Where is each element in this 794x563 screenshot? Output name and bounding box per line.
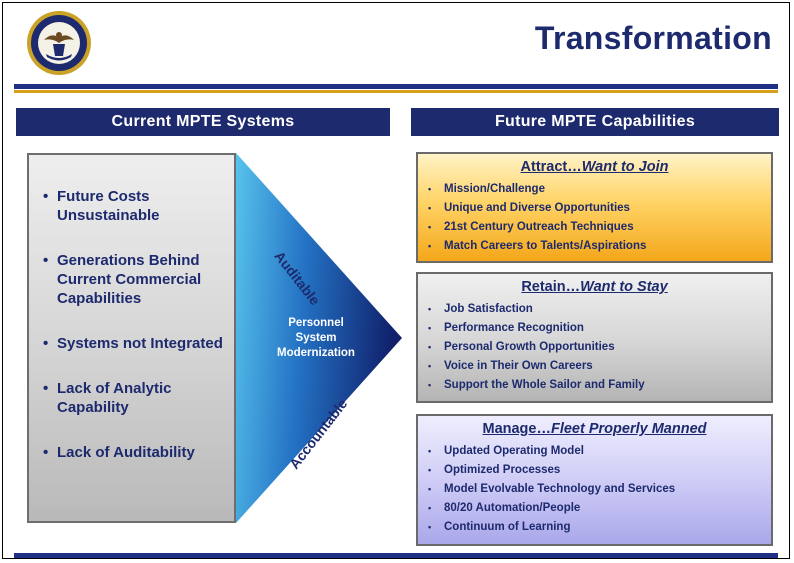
list-item: • Model Evolvable Technology and Services [428,480,761,499]
navy-seal-icon [27,11,91,75]
arrow-center-line: System [295,332,337,344]
title-rule-blue [14,84,778,89]
bottom-rule [14,553,778,558]
item-text: Continuum of Learning [444,521,571,533]
bullet-icon: • [43,380,49,397]
issue-item: • Lack of Analytic Capability [43,379,224,417]
bullet-icon: • [428,342,432,352]
bullet-icon: • [43,252,49,269]
future-capabilities-header: Future MPTE Capabilities [411,108,779,136]
list-item: • 21st Century Outreach Techniques [428,218,761,237]
list-item: • Job Satisfaction [428,300,761,319]
item-text: Support the Whole Sailor and Family [444,379,645,391]
item-text: 80/20 Automation/People [444,502,581,514]
issue-item: • Lack of Auditability [43,443,224,462]
bullet-icon: • [428,446,432,456]
list-item: • Personal Growth Opportunities [428,338,761,357]
current-issues-box: • Future Costs Unsustainable • Generations… [27,153,236,523]
list-item: • Updated Operating Model [428,442,761,461]
bullet-icon: • [428,484,432,494]
issue-text: Lack of Analytic Capability [57,380,172,416]
bullet-icon: • [428,522,432,532]
issue-text: Future Costs Unsustainable [57,188,160,224]
manage-list: • Updated Operating Model • Optimized Proc… [428,442,761,537]
bullet-icon: • [428,304,432,314]
manage-emphasis: Fleet Properly Manned [550,421,707,437]
issue-item: • Systems not Integrated [43,334,224,353]
bullet-icon: • [428,241,432,251]
item-text: Unique and Diverse Opportunities [444,202,630,214]
title-rule-gold [14,90,778,93]
retain-list: • Job Satisfaction • Performance Recogniti… [428,300,761,395]
attract-box: Attract…Want to Join • Mission/Challenge … [416,152,773,263]
item-text: Voice in Their Own Careers [444,360,593,372]
bullet-icon: • [428,323,432,333]
arrow-center-label: Personnel System Modernization [263,316,369,361]
attract-lead: Attract… [520,159,582,175]
arrow-center-line: Personnel [288,317,344,329]
attract-list: • Mission/Challenge • Unique and Diverse O… [428,180,761,256]
item-text: 21st Century Outreach Techniques [444,221,634,233]
list-item: • Support the Whole Sailor and Family [428,376,761,395]
list-item: • Unique and Diverse Opportunities [428,199,761,218]
list-item: • Mission/Challenge [428,180,761,199]
bullet-icon: • [428,361,432,371]
attract-heading: Attract…Want to Join [428,157,761,177]
page-title: Transformation [534,20,772,56]
issue-text: Lack of Auditability [57,444,195,461]
issue-item: • Generations Behind Current Commercial C… [43,251,224,308]
issue-item: • Future Costs Unsustainable [43,187,224,225]
issue-text: Systems not Integrated [57,335,223,352]
item-text: Job Satisfaction [444,303,533,315]
item-text: Optimized Processes [444,464,561,476]
bullet-icon: • [428,465,432,475]
item-text: Mission/Challenge [444,183,545,195]
item-text: Updated Operating Model [444,445,584,457]
issue-text: Generations Behind Current Commercial Ca… [57,252,202,307]
retain-box: Retain…Want to Stay • Job Satisfaction • P… [416,272,773,403]
bullet-icon: • [428,203,432,213]
list-item: • Match Careers to Talents/Aspirations [428,237,761,256]
item-text: Performance Recognition [444,322,584,334]
manage-lead: Manage… [482,421,551,437]
retain-heading: Retain…Want to Stay [428,277,761,297]
manage-box: Manage…Fleet Properly Manned • Updated Op… [416,414,773,546]
bullet-icon: • [428,184,432,194]
list-item: • Optimized Processes [428,461,761,480]
transformation-arrow [236,153,402,523]
list-item: • Voice in Their Own Careers [428,357,761,376]
attract-emphasis: Want to Join [581,159,669,175]
list-item: • Performance Recognition [428,319,761,338]
retain-emphasis: Want to Stay [580,279,668,295]
item-text: Personal Growth Opportunities [444,341,615,353]
retain-lead: Retain… [521,279,581,295]
item-text: Match Careers to Talents/Aspirations [444,240,647,252]
bullet-icon: • [43,335,49,352]
bullet-icon: • [428,380,432,390]
item-text: Model Evolvable Technology and Services [444,483,676,495]
bullet-icon: • [428,503,432,513]
bullet-icon: • [43,188,49,205]
list-item: • 80/20 Automation/People [428,499,761,518]
list-item: • Continuum of Learning [428,518,761,537]
bullet-icon: • [43,444,49,461]
current-systems-header: Current MPTE Systems [16,108,390,136]
arrow-center-line: Modernization [277,347,355,359]
manage-heading: Manage…Fleet Properly Manned [428,419,761,439]
bullet-icon: • [428,222,432,232]
